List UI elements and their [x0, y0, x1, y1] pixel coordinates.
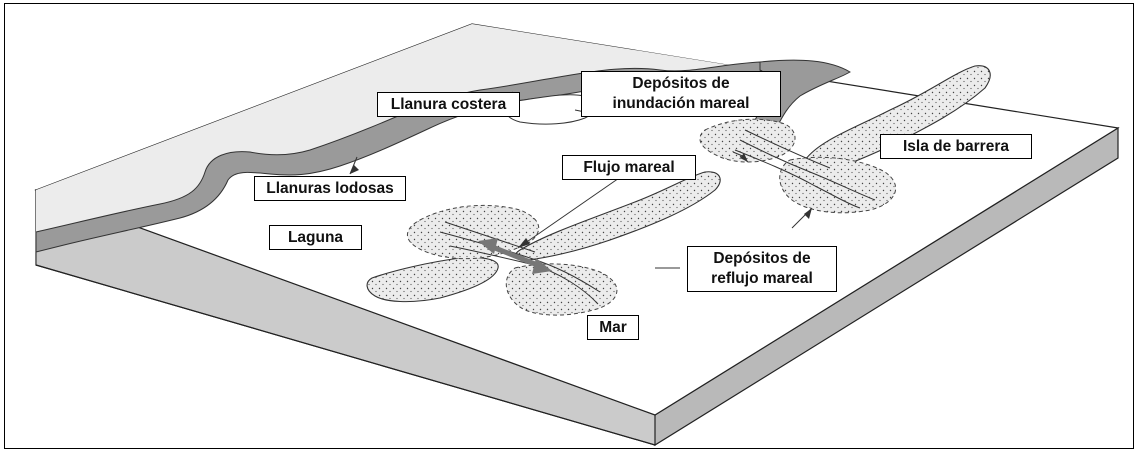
label-flood-tidal-deposits-line2: inundación mareal: [612, 95, 750, 112]
tidal-flow-arrow: [478, 238, 552, 274]
label-ebb-tidal-deposits: Depósitos de reflujo mareal: [687, 246, 837, 292]
barrier-island-center: [515, 171, 721, 261]
label-barrier-island: Isla de barrera: [880, 134, 1032, 159]
label-flood-tidal-deposits-line1: Depósitos de: [632, 75, 730, 92]
barrier-island-southwest: [366, 256, 499, 303]
flood-tidal-delta-east: [699, 118, 796, 163]
label-mud-flats: Llanuras lodosas: [254, 176, 406, 201]
label-ebb-tidal-deposits-line2: reflujo mareal: [711, 270, 813, 287]
label-lagoon: Laguna: [269, 225, 362, 250]
label-coastal-plain: Llanura costera: [377, 92, 520, 117]
flood-tidal-delta-west: [407, 204, 540, 260]
label-tidal-flow: Flujo mareal: [562, 155, 696, 180]
label-sea: Mar: [587, 315, 639, 340]
leader-arrowheads: [350, 153, 812, 248]
ebb-tidal-delta-center: [505, 263, 618, 316]
label-ebb-tidal-deposits-line1: Depósitos de: [713, 250, 811, 267]
tidal-channel-hook: [504, 94, 596, 125]
label-flood-tidal-deposits: Depósitos de inundación mareal: [581, 71, 781, 117]
